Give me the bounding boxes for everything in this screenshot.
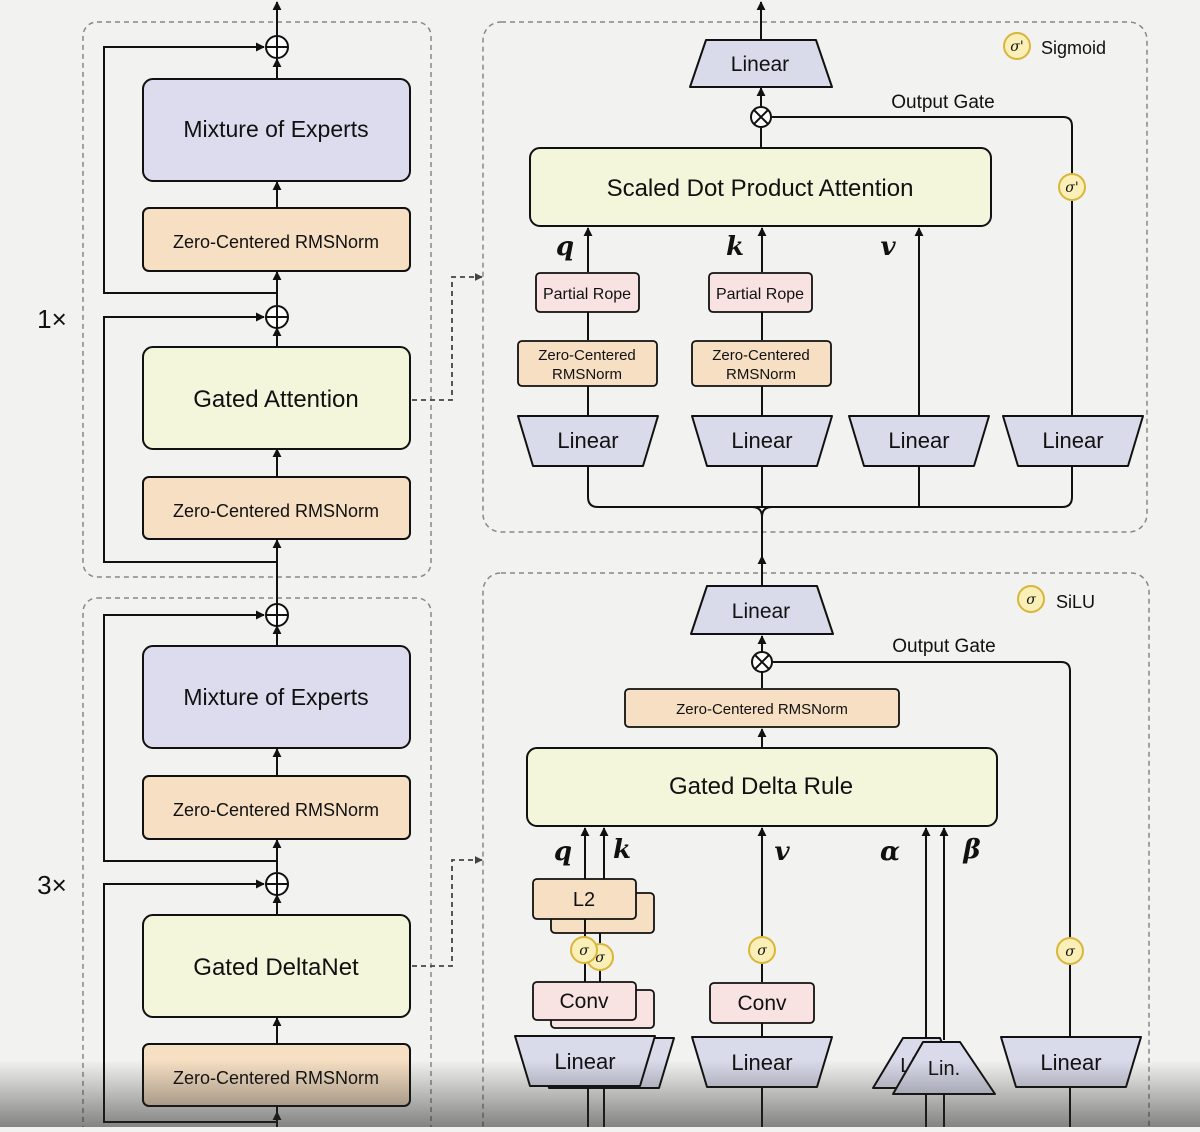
gated-attention-label: Gated Attention: [193, 386, 358, 413]
sigmoid-legend: σ' Sigmoid: [1003, 32, 1106, 60]
svg-text:L2: L2: [573, 889, 595, 911]
output-gate-label: Output Gate: [891, 92, 995, 113]
left-top-block-frame: [82, 21, 432, 578]
deltanet-panel-frame: [482, 572, 1150, 1132]
gated-attention-box: [142, 346, 411, 450]
multiply-icon: [750, 106, 772, 128]
linear-trapezoid: [517, 415, 659, 467]
beta-label: β: [962, 835, 980, 865]
norm-box: [142, 207, 411, 272]
svg-text:σ': σ': [1065, 180, 1078, 196]
svg-text:Conv: Conv: [737, 992, 787, 1015]
svg-text:Linear: Linear: [1040, 1050, 1101, 1075]
norm-box: [142, 775, 411, 840]
gated-deltanet-label: Gated DeltaNet: [193, 954, 359, 981]
silu-legend: σ SiLU: [1017, 585, 1095, 613]
svg-text:RMSNorm: RMSNorm: [726, 366, 796, 383]
q-label: q: [556, 232, 574, 262]
residual-add-icon: [265, 35, 289, 59]
left-bottom-block-frame: [82, 597, 432, 1132]
q-label: q: [554, 837, 572, 867]
norm-label: Zero-Centered RMSNorm: [173, 800, 379, 820]
svg-text:Zero-Centered: Zero-Centered: [538, 347, 636, 364]
attention-panel: σ' Sigmoid Linear Output Gate σ' Scaled …: [482, 1, 1148, 560]
gated-delta-rule-box: [526, 747, 998, 827]
legend-label: SiLU: [1056, 592, 1095, 612]
linear-trapezoid: [848, 415, 990, 467]
residual-add-icon: [265, 603, 289, 627]
sigma-icon: [1056, 937, 1084, 965]
expand-connector: [412, 273, 483, 401]
norm-label: Zero-Centered RMSNorm: [173, 1068, 379, 1088]
svg-text:σ: σ: [595, 950, 605, 966]
sigma-icon: [748, 936, 776, 964]
norm-label: Zero-Centered RMSNorm: [173, 232, 379, 252]
svg-text:Partial Rope: Partial Rope: [543, 286, 631, 303]
expand-connector: [412, 856, 483, 967]
residual-add-icon: [265, 305, 289, 329]
legend-label: Sigmoid: [1041, 38, 1106, 58]
partial-rope-box: [708, 272, 813, 313]
gated-deltanet-box: [142, 914, 411, 1018]
svg-text:σ: σ: [1065, 944, 1075, 960]
k-label: k: [726, 232, 744, 262]
attention-panel-frame: [482, 21, 1148, 533]
linear-out-trapezoid: [690, 585, 834, 635]
svg-text:Zero-Centered RMSNorm: Zero-Centered RMSNorm: [676, 701, 848, 718]
conv-box: [532, 981, 637, 1021]
sdpa-label: Scaled Dot Product Attention: [607, 175, 914, 202]
svg-text:Linear: Linear: [1042, 428, 1103, 453]
sdpa-box: [529, 147, 992, 227]
linear-trapezoid: [1002, 415, 1144, 467]
multiply-icon: [751, 651, 773, 673]
output-gate-label: Output Gate: [892, 636, 996, 657]
gated-delta-rule-label: Gated Delta Rule: [669, 773, 853, 800]
alpha-label: α: [880, 837, 900, 867]
svg-text:Zero-Centered: Zero-Centered: [712, 347, 810, 364]
norm-box: [624, 688, 900, 728]
svg-text:σ: σ: [757, 943, 767, 959]
linear-out-label: Linear: [732, 600, 790, 623]
svg-text:σ: σ: [1026, 592, 1036, 608]
moe-label: Mixture of Experts: [183, 684, 368, 710]
linear-out-label: Linear: [731, 53, 789, 76]
svg-text:Conv: Conv: [559, 990, 609, 1013]
repeat-label: 1×: [37, 304, 67, 334]
linear-out-trapezoid: [689, 39, 833, 88]
sigma-icon: [1058, 173, 1086, 201]
v-label: v: [880, 232, 896, 262]
deltanet-panel: σ SiLU Linear Output Gate Zero-Centered …: [482, 555, 1150, 1132]
repeat-label: 3×: [37, 870, 67, 900]
moe-box: [142, 78, 411, 182]
svg-text:Lin.: Lin.: [928, 1058, 960, 1080]
svg-text:Linear: Linear: [554, 1049, 615, 1074]
svg-text:RMSNorm: RMSNorm: [552, 366, 622, 383]
linear-trapezoid: [691, 415, 833, 467]
svg-text:Linear: Linear: [731, 1050, 792, 1075]
svg-text:Partial Rope: Partial Rope: [716, 286, 804, 303]
moe-label: Mixture of Experts: [183, 116, 368, 142]
svg-text:σ: σ: [579, 943, 589, 959]
left-top-block: Mixture of Experts Zero-Centered RMSNorm…: [37, 1, 432, 1127]
svg-text:Linear: Linear: [731, 428, 792, 453]
norm-label: Zero-Centered RMSNorm: [173, 501, 379, 521]
svg-text:Linear: Linear: [557, 428, 618, 453]
left-bottom-block: Mixture of Experts Zero-Centered RMSNorm…: [37, 578, 432, 1132]
residual-add-icon: [265, 872, 289, 896]
v-label: v: [774, 837, 790, 867]
sigma-icon: [1003, 32, 1031, 60]
k-label: k: [613, 835, 631, 865]
sigma-icon: [1017, 585, 1045, 613]
norm-box: [142, 476, 411, 540]
svg-text:σ': σ': [1010, 39, 1023, 55]
svg-text:Linear: Linear: [888, 428, 949, 453]
moe-box: [142, 645, 411, 749]
sigma-icon: [570, 936, 598, 964]
